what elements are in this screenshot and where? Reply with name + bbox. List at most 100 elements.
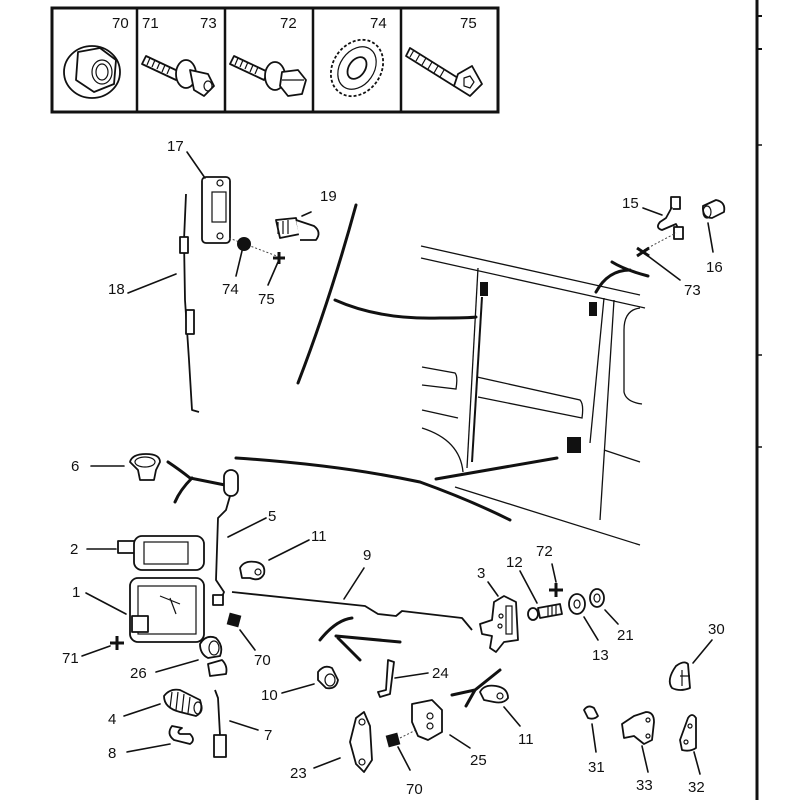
callout-73: 73: [684, 282, 701, 299]
legend-cell-71-73: 71 73: [141, 15, 217, 97]
part-16-buffer[interactable]: [702, 199, 726, 219]
callout-11: 11: [311, 528, 327, 545]
callout-32: 32: [688, 779, 705, 796]
callout-8: 8: [108, 745, 116, 762]
part-23-lower-catch[interactable]: [349, 711, 373, 773]
callout-24: 24: [432, 665, 449, 682]
part-24-link[interactable]: [377, 659, 395, 698]
callout-31: 31: [588, 759, 605, 776]
part-25-lower-striker[interactable]: [411, 699, 443, 741]
part-17-striker[interactable]: [201, 176, 231, 244]
leader-line: [692, 639, 713, 664]
legend-cell-74: 74: [329, 15, 387, 98]
part-11-rod-clip[interactable]: [239, 560, 266, 581]
leader-line: [449, 734, 471, 749]
leader-line: [343, 567, 365, 600]
part-72-bolt[interactable]: [549, 583, 563, 597]
part-75-screw[interactable]: [273, 252, 285, 264]
callout-2: 2: [70, 541, 78, 558]
leader-line: [551, 563, 557, 583]
legend-label: 72: [280, 15, 297, 32]
callout-15: 15: [622, 195, 639, 212]
part-1-inner-handle[interactable]: [129, 577, 205, 643]
part-32-plate[interactable]: [679, 714, 697, 752]
leader-line: [85, 592, 127, 615]
bolt-washer-hex-icon: [229, 55, 307, 97]
callout-17: 17: [167, 138, 184, 155]
part-70-nut-lower[interactable]: [385, 732, 401, 748]
callout-23: 23: [290, 765, 307, 782]
legend-label: 70: [112, 15, 129, 32]
leader-line: [235, 250, 243, 277]
screw-washer-cap-icon: [141, 55, 215, 97]
assembly-line: [643, 232, 677, 251]
part-5-control-rod[interactable]: [212, 469, 239, 606]
part-70-nut[interactable]: [226, 612, 242, 628]
part-21-washer[interactable]: [589, 588, 605, 608]
legend-label: 74: [370, 15, 387, 32]
leader-line: [313, 757, 341, 769]
part-15-guide-bracket[interactable]: [657, 196, 684, 240]
leader-line: [229, 720, 259, 731]
part-2-handle-housing[interactable]: [117, 535, 205, 571]
part-13-washer[interactable]: [568, 593, 586, 615]
part-12-pin[interactable]: [527, 603, 563, 621]
part-9-connecting-rod[interactable]: [231, 591, 473, 631]
legend-label: 73: [200, 15, 217, 32]
callout-18: 18: [108, 281, 125, 298]
callout-21: 21: [617, 627, 634, 644]
leader-line: [123, 703, 161, 717]
part-19-stud[interactable]: [275, 217, 320, 241]
part-74-washer[interactable]: [237, 237, 251, 251]
part-33-lower-guide-bracket[interactable]: [621, 711, 655, 745]
part-73-screw[interactable]: [636, 246, 650, 258]
fixing-point: [480, 282, 488, 296]
part-4-bush[interactable]: [163, 688, 203, 717]
callout-13: 13: [592, 647, 609, 664]
leader-line: [707, 222, 714, 253]
leader-line: [583, 616, 599, 641]
callout-75: 75: [258, 291, 275, 308]
serrated-washer-icon: [329, 38, 385, 98]
callout-7: 7: [264, 727, 272, 744]
leader-line: [642, 207, 663, 216]
part-11-rod-clip-lower[interactable]: [479, 684, 509, 704]
callout-72: 72: [536, 543, 553, 560]
callout-19: 19: [320, 188, 337, 205]
legend-cell-70: 70: [63, 15, 129, 99]
leader-line: [647, 255, 681, 281]
leader-line: [591, 723, 597, 753]
callout-6: 6: [71, 458, 79, 475]
part-26-lock-cylinder[interactable]: [199, 635, 228, 677]
callout-12: 12: [506, 554, 523, 571]
leader-line: [268, 539, 310, 561]
flange-nut-icon: [63, 45, 121, 99]
leader-line: [301, 211, 312, 217]
callout-26: 26: [130, 665, 147, 682]
leader-line: [693, 751, 701, 775]
part-6-clip[interactable]: [129, 453, 161, 481]
countersunk-screw-icon: [405, 47, 483, 97]
part-30-bracket[interactable]: [668, 661, 691, 691]
part-10-grommet[interactable]: [317, 665, 339, 690]
vehicle-body-outline: [166, 203, 650, 708]
leader-line: [394, 672, 429, 679]
part-71-screw[interactable]: [110, 636, 124, 650]
callout-70: 70: [254, 652, 271, 669]
part-3-lock-mechanism[interactable]: [479, 595, 519, 653]
callout-1: 1: [72, 584, 80, 601]
leader-line: [239, 629, 256, 651]
callout-9: 9: [363, 547, 371, 564]
part-7-lock-rod[interactable]: [213, 689, 227, 758]
legend-cell-75: 75: [405, 15, 483, 97]
leader-line: [604, 609, 619, 625]
legend-cell-72: 72: [229, 15, 307, 97]
part-31-buffer[interactable]: [583, 705, 599, 720]
leader-line: [641, 745, 649, 773]
part-8-retaining-clip[interactable]: [168, 725, 194, 745]
callout-4: 4: [108, 711, 116, 728]
legend-label: 71: [142, 15, 159, 32]
part-18-link-rod[interactable]: [179, 193, 200, 413]
leader-line: [397, 746, 411, 771]
